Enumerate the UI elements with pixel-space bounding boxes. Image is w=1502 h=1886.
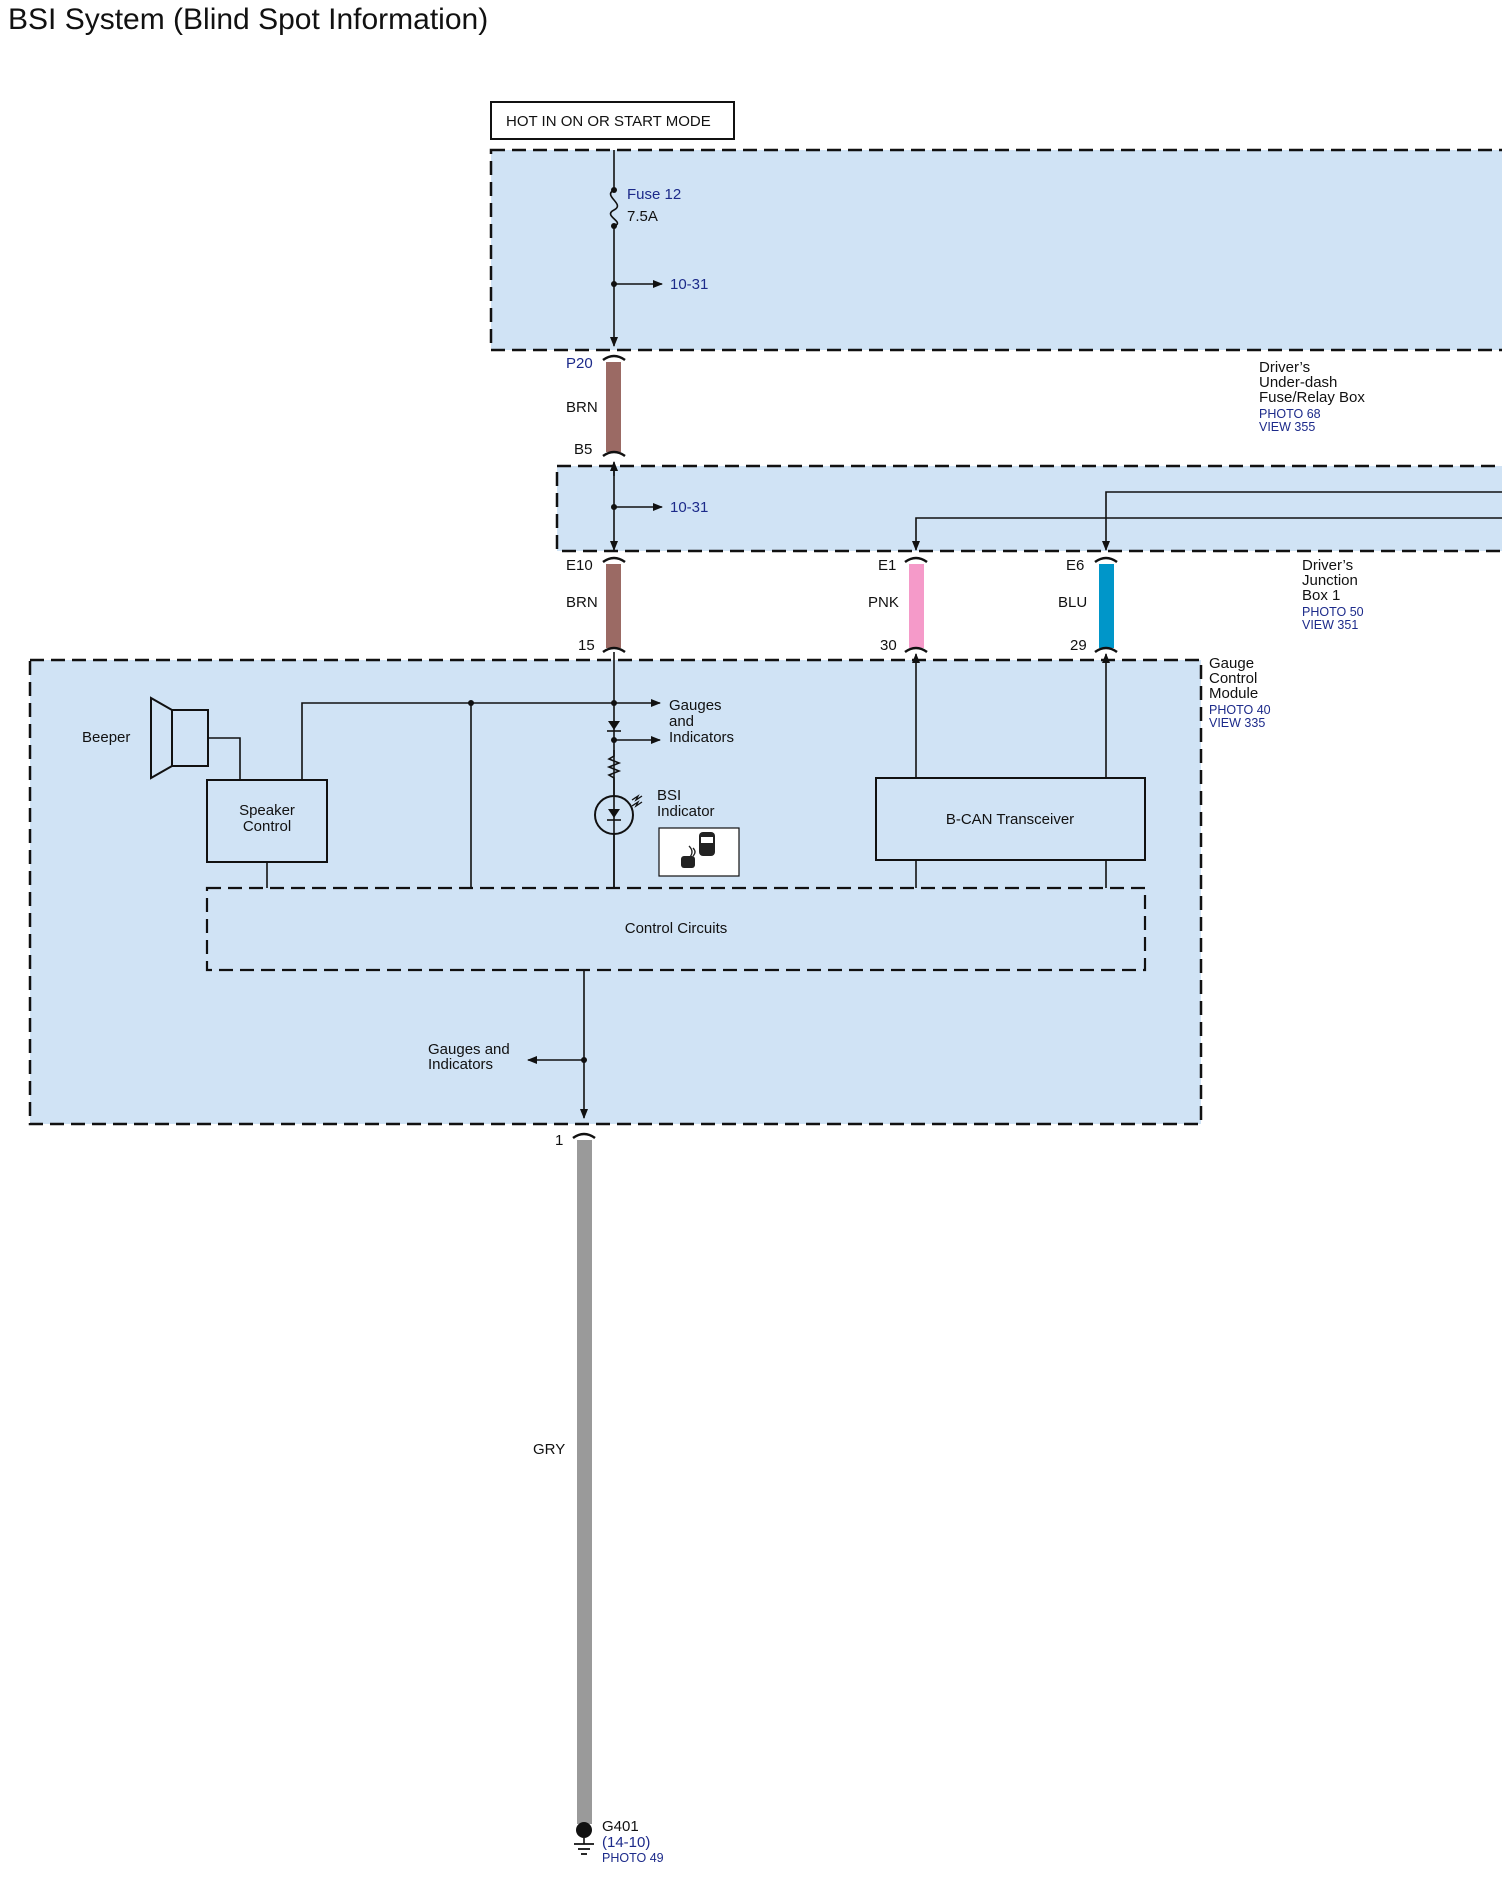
bcan-transceiver-label: B-CAN Transceiver bbox=[946, 811, 1074, 828]
ground-photo: PHOTO 49 bbox=[602, 1851, 664, 1865]
gauges-indicators-top-label: Gauges and Indicators bbox=[669, 697, 734, 746]
gauge-control-module bbox=[28, 658, 1203, 1126]
svg-text:Gauge: Gauge bbox=[1209, 655, 1254, 672]
beeper-label: Beeper bbox=[82, 729, 130, 746]
speaker-control-label: Speaker bbox=[239, 802, 295, 819]
terminal-29: 29 bbox=[1070, 637, 1087, 654]
svg-text:Fuse/Relay Box: Fuse/Relay Box bbox=[1259, 389, 1365, 406]
resistor-symbol bbox=[606, 750, 622, 796]
svg-text:VIEW 355: VIEW 355 bbox=[1259, 420, 1315, 434]
terminal-b5: B5 bbox=[574, 441, 592, 458]
wire-label-brn-2: BRN bbox=[566, 594, 598, 611]
underdash-fuse-box bbox=[489, 148, 1502, 352]
power-mode-label: HOT IN ON OR START MODE bbox=[506, 113, 711, 130]
svg-text:Indicators: Indicators bbox=[428, 1056, 493, 1073]
svg-text:Gauges and: Gauges and bbox=[428, 1041, 510, 1058]
gauges-indicators-bottom-label: Gauges and Indicators bbox=[428, 1041, 510, 1073]
ref-link-b[interactable]: 10-31 bbox=[670, 499, 708, 516]
terminal-30: 30 bbox=[880, 637, 897, 654]
svg-text:Control: Control bbox=[1209, 670, 1257, 687]
svg-text:and: and bbox=[669, 713, 694, 730]
bsi-car-icon bbox=[658, 827, 740, 877]
control-circuits-box bbox=[205, 886, 1147, 972]
svg-text:Box 1: Box 1 bbox=[1302, 587, 1340, 604]
wire-gry bbox=[577, 1140, 592, 1824]
ref-link-a[interactable]: 10-31 bbox=[670, 276, 708, 293]
terminal-e10: E10 bbox=[566, 557, 593, 574]
bsi-indicator-label: BSI Indicator bbox=[657, 787, 715, 820]
bcan-transceiver-box bbox=[875, 777, 1146, 861]
svg-text:Driver’s: Driver’s bbox=[1302, 557, 1353, 574]
terminal-e6: E6 bbox=[1066, 557, 1084, 574]
svg-text:BSI: BSI bbox=[657, 787, 681, 804]
power-mode-box bbox=[490, 101, 735, 140]
diode-symbol bbox=[608, 721, 620, 730]
svg-text:Indicators: Indicators bbox=[669, 729, 734, 746]
terminal-p20: P20 bbox=[566, 355, 593, 372]
svg-text:Gauges: Gauges bbox=[669, 697, 722, 714]
svg-text:Driver’s: Driver’s bbox=[1259, 359, 1310, 376]
svg-text:PHOTO 50: PHOTO 50 bbox=[1302, 605, 1364, 619]
svg-text:VIEW 351: VIEW 351 bbox=[1302, 618, 1358, 632]
wire-label-brn-1: BRN bbox=[566, 399, 598, 416]
underdash-box-label: Driver’s Under-dash Fuse/Relay Box PHOTO… bbox=[1259, 359, 1365, 434]
control-circuits-label: Control Circuits bbox=[625, 920, 728, 937]
ground-ref[interactable]: (14-10) bbox=[602, 1834, 650, 1851]
wire-blu bbox=[1099, 564, 1114, 648]
wire-label-pnk: PNK bbox=[868, 594, 899, 611]
page-title: BSI System (Blind Spot Information) bbox=[8, 3, 488, 36]
svg-text:PHOTO 68: PHOTO 68 bbox=[1259, 407, 1321, 421]
fuse-rating: 7.5A bbox=[627, 208, 658, 225]
svg-text:PHOTO 40: PHOTO 40 bbox=[1209, 703, 1271, 717]
svg-text:VIEW 335: VIEW 335 bbox=[1209, 716, 1265, 730]
fuse-symbol bbox=[609, 189, 619, 227]
wire-label-gry: GRY bbox=[533, 1441, 565, 1458]
terminal-15: 15 bbox=[578, 637, 595, 654]
junction-box-1 bbox=[555, 464, 1502, 553]
svg-text:Module: Module bbox=[1209, 685, 1258, 702]
wire-label-blu: BLU bbox=[1058, 594, 1087, 611]
fuse-name: Fuse 12 bbox=[627, 186, 681, 203]
wire-brn-2 bbox=[606, 564, 621, 648]
svg-text:Junction: Junction bbox=[1302, 572, 1358, 589]
gauge-module-label: Gauge Control Module PHOTO 40 VIEW 335 bbox=[1209, 655, 1271, 730]
ground-icon bbox=[574, 1822, 594, 1855]
bsi-indicator-bulb-icon bbox=[594, 794, 643, 835]
svg-text:Under-dash: Under-dash bbox=[1259, 374, 1337, 391]
speaker-control-label-2: Control bbox=[243, 818, 291, 835]
svg-text:Indicator: Indicator bbox=[657, 803, 715, 820]
terminal-e1: E1 bbox=[878, 557, 896, 574]
wire-brn-1 bbox=[606, 362, 621, 452]
terminal-1: 1 bbox=[555, 1132, 563, 1149]
ground-name: G401 bbox=[602, 1818, 639, 1835]
junction-box-label: Driver’s Junction Box 1 PHOTO 50 VIEW 35… bbox=[1302, 557, 1364, 632]
wire-pnk bbox=[909, 564, 924, 648]
